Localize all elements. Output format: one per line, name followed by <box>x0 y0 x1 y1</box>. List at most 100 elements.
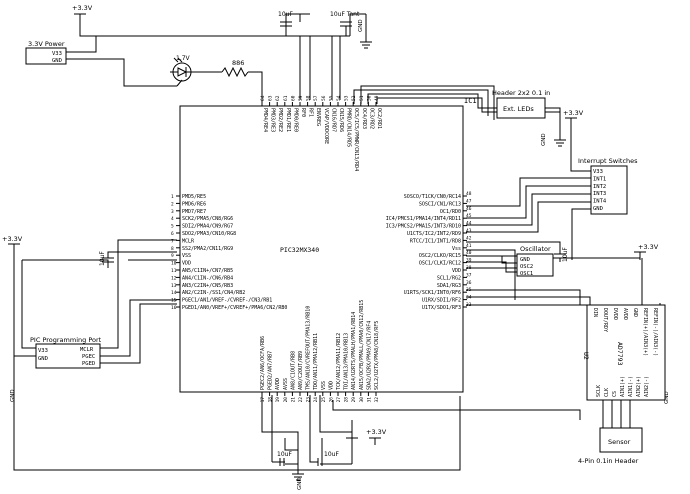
pin-name: AVDD <box>275 378 281 390</box>
sensor: Sensor 4-Pin 0.1in Header <box>578 427 643 465</box>
pin-name: AN2/C2IN-/SS1/CN4/RB2 <box>182 290 245 296</box>
vcc-label-left: +3.3V <box>2 235 23 243</box>
adc-part: AD7793 <box>616 342 624 366</box>
osc-pin-osc2: OSC2 <box>520 264 533 270</box>
pin-name: AN15/OCFB/PMALL/PMA0/CN12/RB15 <box>359 300 365 390</box>
pin-number: 60 <box>290 95 296 101</box>
pin-name: OC3/RD2 <box>368 108 374 129</box>
pin-number: 29 <box>351 397 357 403</box>
pin-name: PGED2/AN7/RB7 <box>268 351 274 390</box>
pin-name: VSS <box>321 381 327 390</box>
pin-name: TDI/AN13/PMA10/RB13 <box>344 333 350 390</box>
vcc-bottom: +3.3V <box>346 420 387 445</box>
pin-number: 17 <box>260 397 266 403</box>
pin-number: 24 <box>313 397 319 403</box>
pin-number: 3 <box>171 209 174 215</box>
pin-name: OC2/RD1 <box>376 108 382 129</box>
pin-name: U1RX/SDI1/RF2 <box>422 298 461 304</box>
ext-leds-label: Ext. LEDs <box>503 105 534 113</box>
adc-pin: DIN <box>592 308 598 317</box>
adc-pin: AIN2(-) <box>644 376 650 397</box>
pin-name: Vss <box>452 246 461 252</box>
interrupt-title: Interrupt Switches <box>578 157 638 165</box>
pin-name: CN16/RD7 <box>330 108 336 132</box>
ic1-designator: IC1 <box>464 97 477 105</box>
power-pin-v33: V33 <box>52 51 62 57</box>
pin-number: 43 <box>466 228 472 234</box>
cap-right: 10uF <box>554 247 569 262</box>
pin-name: CN15/RD6 <box>338 108 344 132</box>
pin-number: 7 <box>171 238 174 244</box>
vcc-label-cap: +3.3V <box>638 243 659 251</box>
pin-number: 40 <box>466 250 472 256</box>
pin-number: 44 <box>466 221 472 227</box>
gnd-label-bottom: GND <box>297 477 303 490</box>
pin-number: 22 <box>298 397 304 403</box>
adc-pin: DOUT/RDY <box>602 308 608 332</box>
pin-number: 42 <box>466 235 472 241</box>
cap-left: 10uF <box>99 251 114 268</box>
led-label: 1.7V <box>176 55 191 62</box>
vcc-top: +3.3V <box>72 4 93 22</box>
pin-name: U1RTS/SCK1/INT0/RF6 <box>404 290 461 296</box>
power-header-body <box>25 47 67 65</box>
pin-name: AVSS <box>283 378 289 390</box>
prog-pin-pged: PGED <box>82 361 95 367</box>
pin-number: 15 <box>171 298 177 304</box>
pin-number: 28 <box>344 397 350 403</box>
pin-name: OC1/RD0 <box>440 209 461 215</box>
cap-top1-label: 10uF <box>278 11 293 18</box>
pin-name: U1CTS/IC2/INT2/RD9 <box>407 231 461 237</box>
pin-name: IC4/PMCS1/PMA14/INT4/RD11 <box>386 216 461 222</box>
pin-name: PMD3/RE3 <box>270 108 276 132</box>
interrupt-pin-gnd: GND <box>593 206 603 212</box>
resistor: 886 <box>221 59 249 78</box>
ext-leds-title: Header 2x2 0.1 in <box>492 89 550 97</box>
pin-number: 13 <box>171 283 177 289</box>
pin-number: 59 <box>298 95 304 101</box>
sensor-body <box>599 427 643 453</box>
power-pin-gnd: GND <box>52 58 62 64</box>
cap-top2-label: 10uF Tant <box>330 11 360 18</box>
pin-number: 39 <box>466 258 472 264</box>
pin-number: 10 <box>171 261 177 267</box>
pin-number: 34 <box>466 295 472 301</box>
pin-name: PMD6/RE6 <box>182 201 206 207</box>
pin-number: 8 <box>171 246 174 252</box>
pin-name: PMRD/CN14/RD5 <box>346 108 352 147</box>
pin-number: 9 <box>171 253 174 259</box>
pin-number: 56 <box>321 95 327 101</box>
pin-name: AN4/C1IN-/CN6/RB4 <box>182 275 233 281</box>
pin-name: AN8/C1OUT/RB8 <box>290 351 296 390</box>
pin-name: OSC2/CLKO/RC15 <box>419 253 461 259</box>
pin-name: SOSCO/T1CK/CN0/RC14 <box>404 194 461 200</box>
ic1-pin-21: 21 AN8/C1OUT/RB8 <box>290 351 296 403</box>
pin-number: 19 <box>275 397 281 403</box>
pin-number: 21 <box>290 397 296 403</box>
pin-name: SCL1/RG2 <box>437 275 461 281</box>
ic1-part: PIC32MX340 <box>280 246 319 254</box>
